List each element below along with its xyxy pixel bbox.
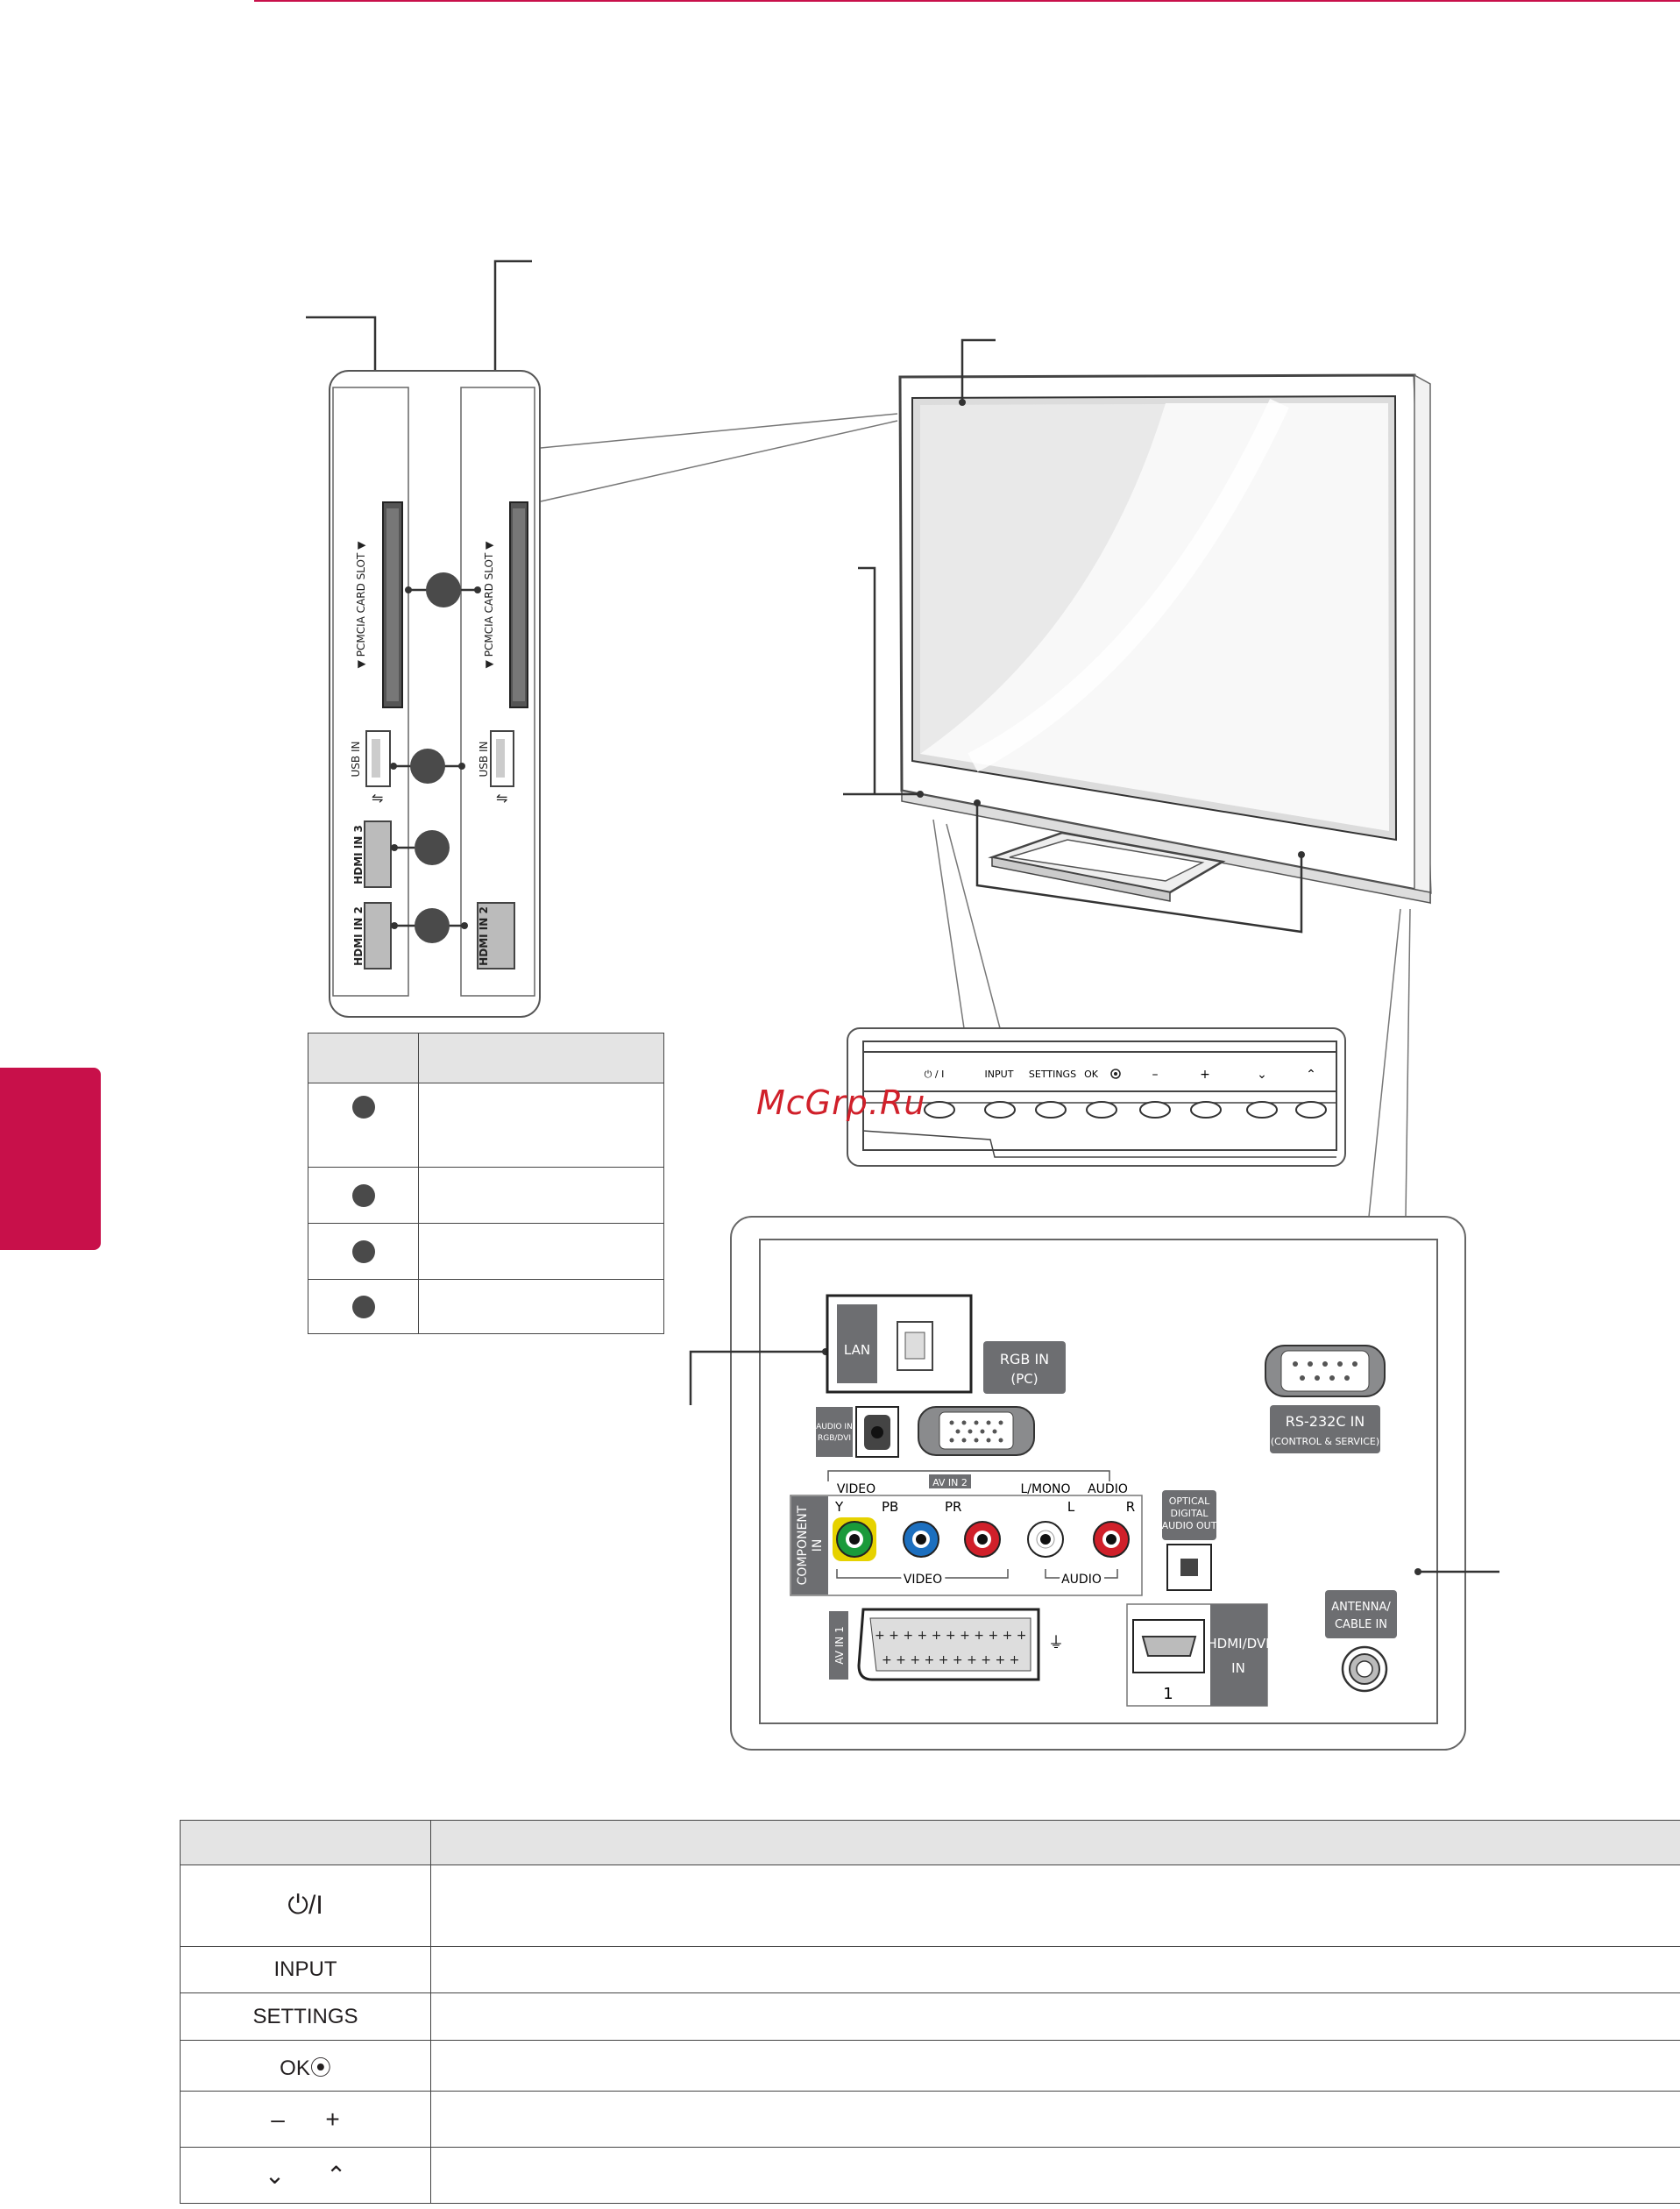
usb-icon: ⇋ (372, 790, 383, 806)
hdmi-dvi-label: HDMI/DVI (1207, 1636, 1269, 1651)
audio-in-sub: RGB/DVI (818, 1434, 851, 1443)
table-header-row (308, 1033, 664, 1083)
table-header-cell (418, 1033, 664, 1083)
video-bottom-label: VIDEO (904, 1573, 942, 1587)
right-pcmcia-label: ▼ PCMCIA CARD SLOT ▼ (483, 541, 495, 668)
rgb-in-sub: (PC) (1010, 1371, 1038, 1387)
side-connector-table (308, 1033, 664, 1334)
top-rule (254, 0, 1680, 2)
table-row: ⏻/I (180, 1865, 1680, 1947)
lan-label: LAN (844, 1342, 870, 1358)
table-header-cell (308, 1033, 419, 1083)
component-pb-label: PB (882, 1499, 898, 1515)
table-header-row (180, 1820, 1680, 1865)
table-header-cell (180, 1820, 431, 1865)
left-usb-label: USB IN (350, 742, 362, 778)
callout-dot (351, 1239, 375, 1263)
av-in-2-label: AV IN 2 (932, 1477, 968, 1488)
ok-key: OK⦿ (180, 2040, 431, 2092)
rs232c-label: RS-232C IN (1286, 1413, 1365, 1430)
rs232c-sub: (CONTROL & SERVICE) (1271, 1436, 1379, 1447)
audio-top-label: AUDIO (1088, 1482, 1128, 1496)
optical-label: OPTICAL (1169, 1495, 1210, 1507)
component-sub: IN (811, 1539, 825, 1552)
svg-text:+ + + + + + + + + +: + + + + + + + + + + (882, 1653, 1019, 1667)
l-label: L (1067, 1499, 1075, 1515)
component-pr-label: PR (945, 1499, 961, 1515)
chapter-tab (0, 1068, 101, 1250)
left-hdmi2-label: HDMI IN 2 (352, 906, 365, 966)
power-key-label: ⏻ / I (925, 1069, 945, 1080)
video-top-label: VIDEO (837, 1482, 875, 1496)
settings-key-label: SETTINGS (1029, 1069, 1076, 1080)
up-key-label: ⌃ (1306, 1068, 1316, 1082)
optical-sub2: AUDIO OUT (1162, 1520, 1217, 1531)
audio-bottom-label: AUDIO (1061, 1573, 1102, 1587)
channel-keys: ⌄ ⌃ (180, 2147, 431, 2204)
callout-dot (351, 1183, 375, 1207)
table-row: – + (180, 2091, 1680, 2148)
settings-key: SETTINGS (180, 1992, 431, 2041)
plus-key-label: + (1200, 1068, 1210, 1082)
component-label: COMPONENT (796, 1505, 810, 1585)
component-y-label: Y (834, 1499, 844, 1515)
rgb-in-label: RGB IN (1000, 1351, 1049, 1367)
table-row (308, 1223, 664, 1280)
table-row (308, 1279, 664, 1334)
button-description-table: ⏻/I INPUT SETTINGS OK⦿ – + ⌄ ⌃ (180, 1820, 1680, 2204)
hdmi-port-number: 1 (1163, 1685, 1173, 1703)
right-usb-label: USB IN (478, 742, 490, 778)
input-key-label: INPUT (985, 1069, 1014, 1080)
optical-sub1: DIGITAL (1170, 1508, 1209, 1519)
power-key: ⏻/I (180, 1865, 431, 1947)
usb-icon: ⇋ (496, 790, 507, 806)
svg-text:+ + + + + + + + + + +: + + + + + + + + + + + (875, 1629, 1027, 1643)
audio-in-label: AUDIO IN (816, 1423, 853, 1431)
rca-jacks (836, 1521, 1130, 1558)
callout-dot (351, 1295, 375, 1318)
callout-dot (351, 1096, 375, 1119)
lmono-label: L/MONO (1020, 1482, 1070, 1496)
control-buttons: ⏻ / I INPUT SETTINGS OK – + ⌄ ⌃ (925, 1068, 1316, 1082)
left-hdmi3-label: HDMI IN 3 (352, 825, 365, 884)
ok-key-label: OK (1084, 1069, 1099, 1080)
table-row (308, 1167, 664, 1224)
antenna-sub: CABLE IN (1335, 1618, 1387, 1631)
av-in-1-label: AV IN 1 (833, 1626, 846, 1664)
scart-icon: ⏚ (1048, 1634, 1064, 1652)
watermark: McGrp.Ru (756, 1083, 926, 1122)
left-pcmcia-label: ▼ PCMCIA CARD SLOT ▼ (355, 541, 367, 668)
down-key-label: ⌄ (1257, 1068, 1267, 1082)
minus-key-label: – (1152, 1068, 1159, 1082)
r-label: R (1126, 1499, 1135, 1515)
table-row (308, 1083, 664, 1168)
tv-connection-diagram: ▼ PCMCIA CARD SLOT ▼ ▼ PCMCIA CARD SLOT … (306, 259, 1499, 1751)
table-header-cell (430, 1820, 1680, 1865)
input-key: INPUT (180, 1946, 431, 1993)
volume-keys: – + (180, 2091, 431, 2148)
right-hdmi2-label: HDMI IN 2 (478, 906, 490, 966)
table-row: OK⦿ (180, 2040, 1680, 2092)
table-row: SETTINGS (180, 1992, 1680, 2041)
table-row: ⌄ ⌃ (180, 2147, 1680, 2204)
antenna-label: ANTENNA/ (1331, 1601, 1391, 1614)
table-row: INPUT (180, 1946, 1680, 1993)
hdmi-dvi-sub: IN (1231, 1660, 1245, 1676)
